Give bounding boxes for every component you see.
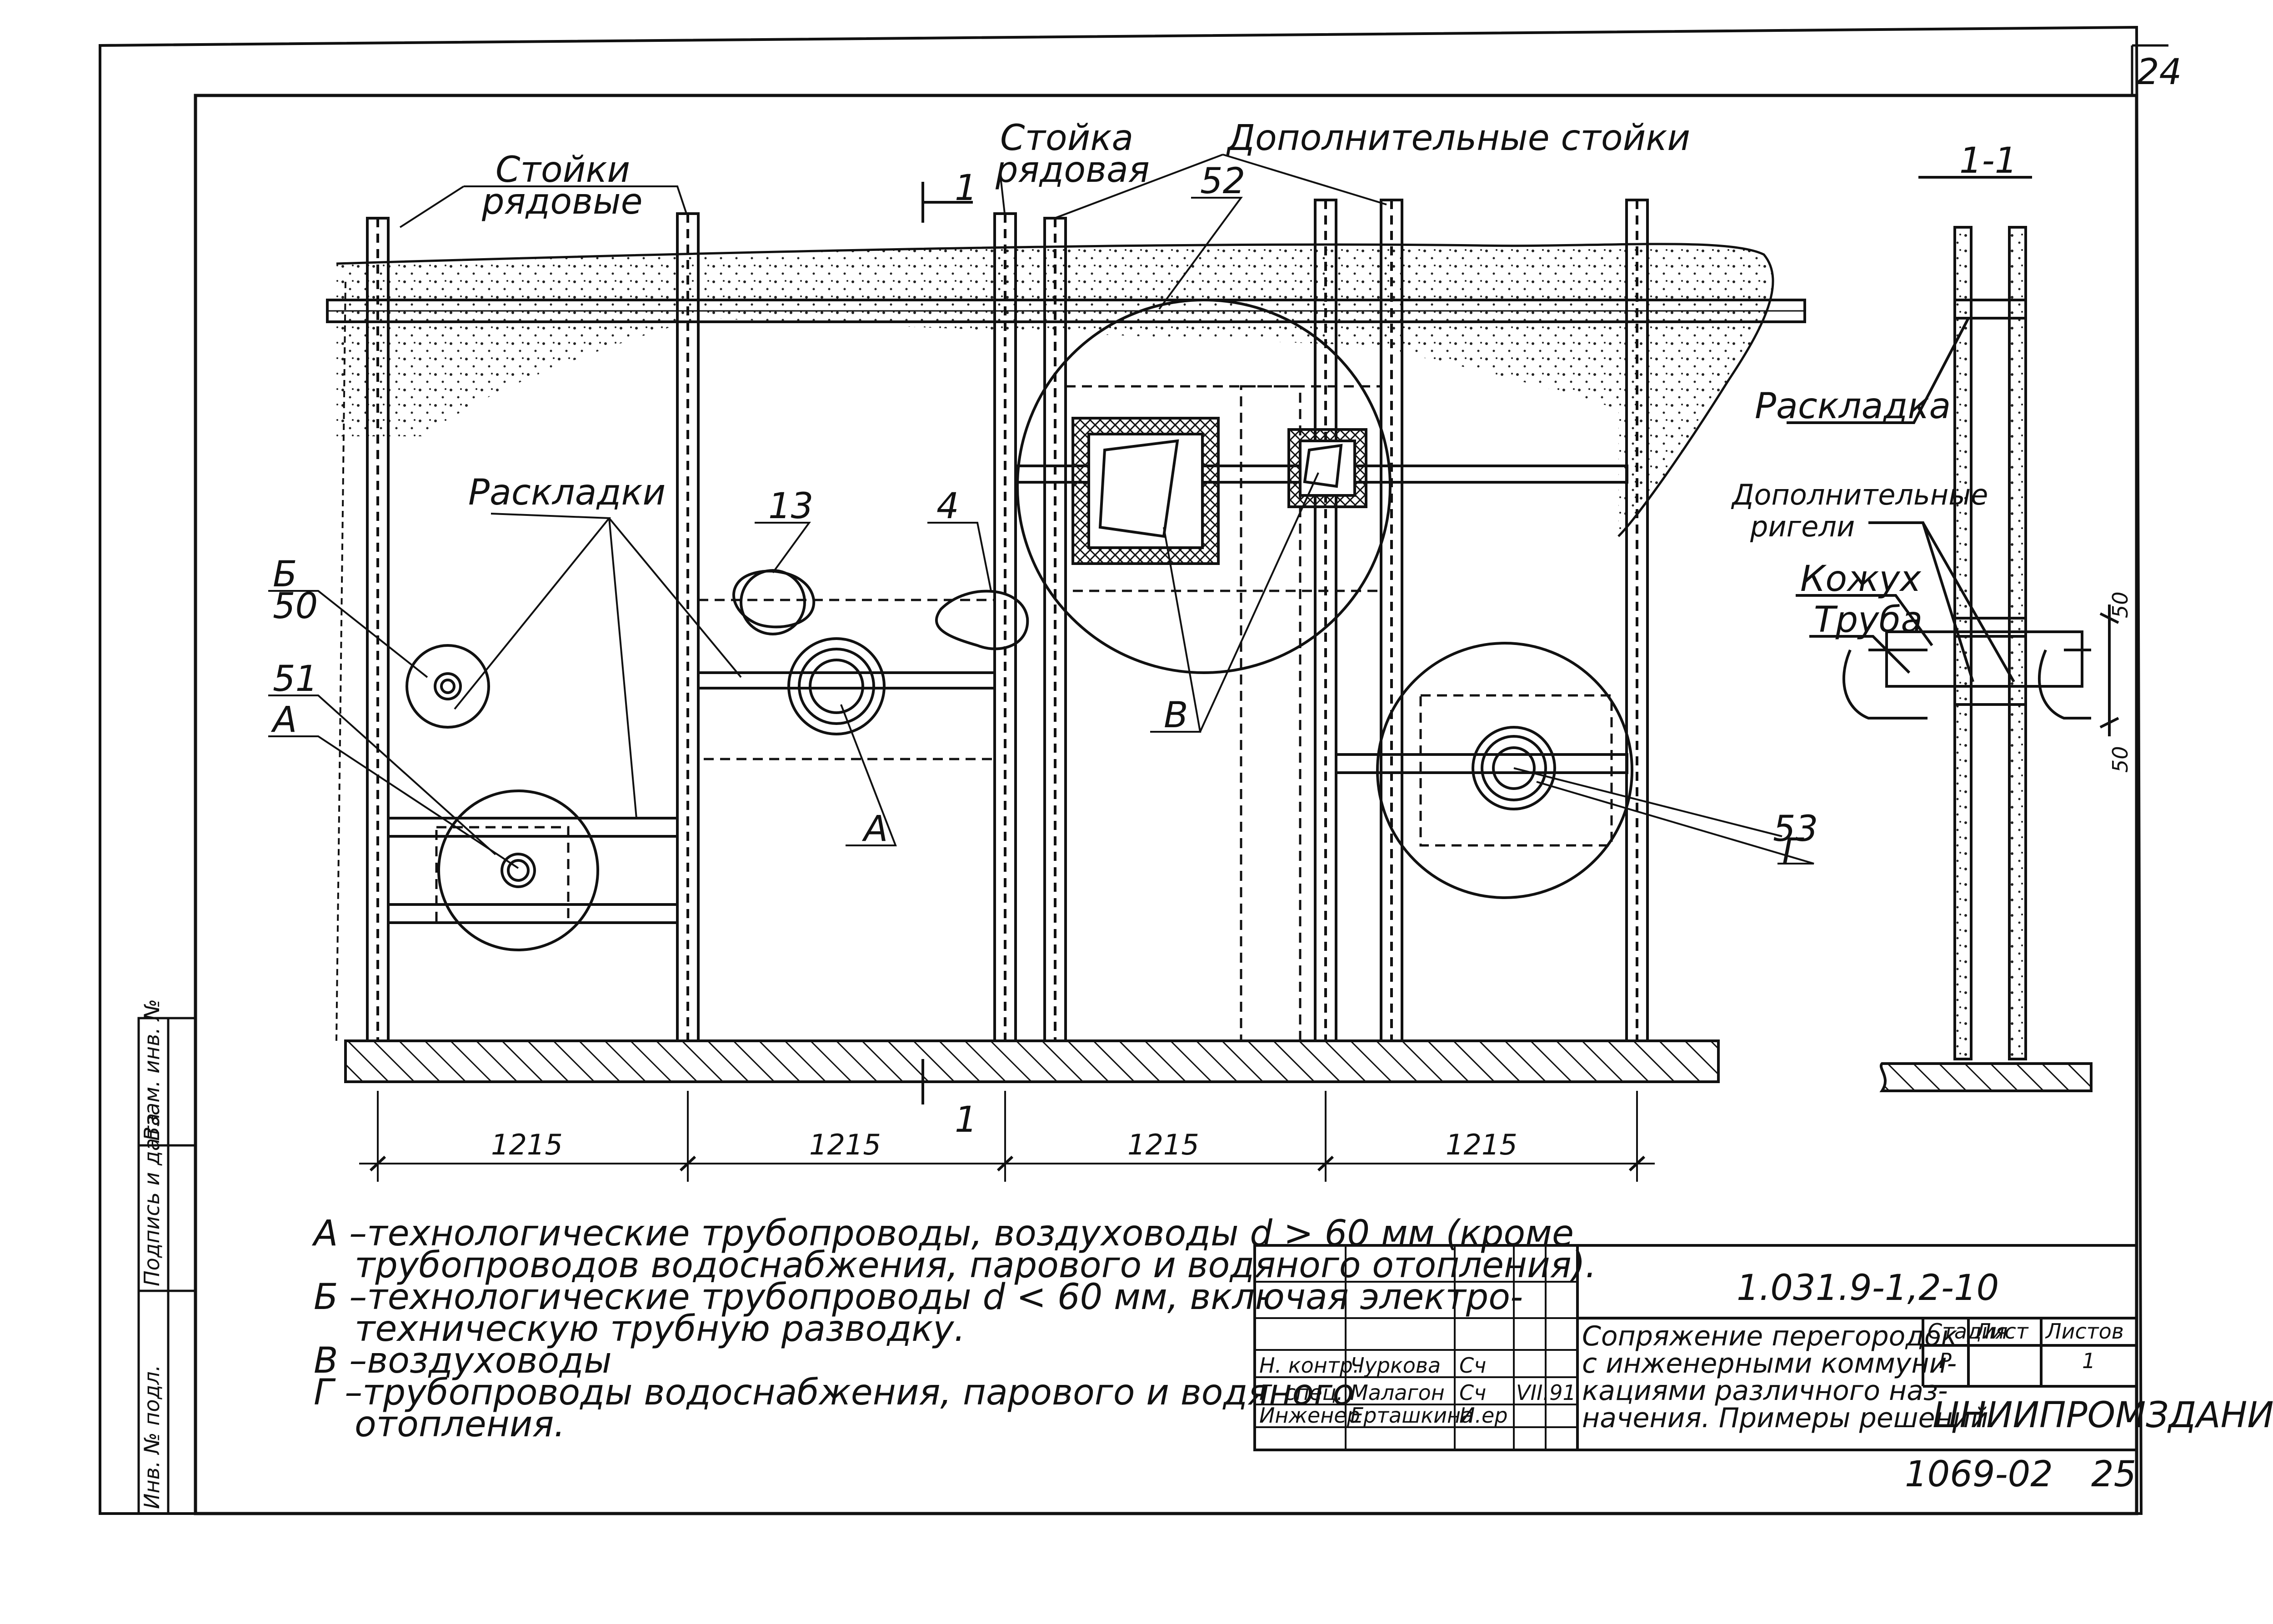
stud-3 (993, 212, 1017, 1042)
legend-line-5: В –воздуховоды (314, 1340, 612, 1381)
footer-code: 1069-02 (1905, 1454, 2053, 1495)
dimension-line (359, 1091, 1655, 1182)
detail-circle-53 (1376, 642, 1633, 899)
tb-title-4: начения. Примеры решений (1582, 1402, 1988, 1434)
legend-line-2: трубопроводов водоснабжения, парового и … (355, 1245, 1597, 1286)
tb-title-2: с инженерными коммуни- (1582, 1348, 1957, 1379)
detail-circle-52 (1016, 299, 1392, 674)
tb-code: 1.031.9-1,2-10 (1737, 1268, 1999, 1309)
letter-G: Г (1782, 831, 1804, 872)
label-stoyki: Стойки (496, 150, 630, 190)
callout-52: 52 (1200, 161, 1245, 202)
ducts (1071, 417, 1367, 565)
label-raskladki: Раскладки (468, 472, 666, 513)
tb-stadia-label: Стадия (1928, 1319, 2008, 1344)
leader-lines (268, 154, 1814, 869)
section-marks (921, 182, 973, 1104)
tb-sig-2-role: Г. спец. (1259, 1380, 1343, 1405)
label-section-mark-top: 1 (955, 168, 977, 209)
letter-B: Б (273, 554, 297, 595)
label-section-mark-bottom: 1 (955, 1099, 977, 1140)
tb-sig-1-role: Н. контр. (1259, 1353, 1359, 1378)
pipe-B-small (434, 672, 462, 700)
label-kozhukh: Кожух (1800, 559, 1922, 600)
dim-3: 1215 (1127, 1128, 1199, 1161)
legend-line-6: Г –трубопроводы водоснабжения, парового … (314, 1372, 1354, 1413)
label-dop-rigeli-1: Дополнительные (1731, 478, 1988, 511)
tb-sig-1-name: Чуркова (1350, 1353, 1441, 1378)
title-block-text: 1.031.9-1,2-10 Сопряжение перегородок с … (1259, 1268, 2273, 1436)
stud-extra-2 (1380, 199, 1403, 1042)
tb-sig-2-date: VII.91 (1516, 1380, 1576, 1405)
side-stamp (137, 1017, 197, 1515)
detail-13-shape (732, 570, 816, 629)
label-truba: Труба (1814, 600, 1923, 640)
callout-13: 13 (768, 486, 813, 527)
label-dop-stoyki: Дополнительные стойки (1226, 118, 1690, 159)
pipe-A-small (501, 853, 536, 888)
dim-4: 1215 (1446, 1128, 1517, 1161)
sheet-number: 24 (2137, 52, 2182, 93)
label-raskladka: Раскладка (1755, 386, 1951, 427)
tb-listov-label: Листов (2045, 1319, 2124, 1344)
tb-title-1: Сопряжение перегородок (1582, 1320, 1958, 1352)
sheet-frame (99, 25, 2168, 1515)
side-stamp-inv: Инв. № подл. (140, 1365, 164, 1509)
pipe-G (1472, 726, 1556, 810)
footer-page: 25 (2091, 1454, 2136, 1495)
legend: А –технологические трубопроводы, воздухо… (311, 1213, 1597, 1445)
tb-sig-3-name: Ерташкина (1350, 1403, 1473, 1428)
letter-V: В (1164, 695, 1188, 736)
pipe-A-center (787, 637, 886, 735)
detail-circle-51 (437, 790, 599, 951)
label-stoyka: Стойка (1000, 118, 1133, 159)
drawing-labels: Стойки рядовые Стойка рядовая Дополнител… (270, 118, 2133, 1161)
dim-50-top: 50 (2108, 591, 2133, 618)
dim-1: 1215 (491, 1128, 563, 1161)
label-ryadovye: рядовые (481, 181, 643, 222)
section-1-1 (1787, 176, 2119, 1092)
title-block (1253, 1244, 2138, 1451)
stud-extra-1 (1043, 217, 1067, 1042)
letter-A-center: А (861, 809, 888, 849)
label-ryadovaya: рядовая (995, 150, 1150, 190)
tb-stadia-value: Р (1939, 1349, 1952, 1373)
tb-org: ЦНИИПРОМЗДАНИЙ (1932, 1394, 2273, 1436)
floor-slab (344, 1039, 1720, 1083)
tb-sig-2-sign: Сч (1459, 1380, 1486, 1405)
callout-4: 4 (936, 486, 959, 527)
legend-line-4: техническую трубную разводку. (355, 1309, 965, 1349)
ceiling-fill (335, 243, 1774, 1041)
tb-list-label: Лист (1974, 1319, 2029, 1344)
detail-4-shape (935, 590, 1029, 650)
studs (366, 199, 1649, 1042)
tb-sig-2-name: Малагон (1350, 1380, 1445, 1405)
callout-50: 50 (273, 586, 318, 627)
tb-sig-3-sign: И.ер (1459, 1403, 1508, 1428)
detail-circles (406, 299, 1633, 951)
stud-2 (676, 212, 700, 1042)
dashed-frames (435, 385, 1613, 1042)
label-dop-rigeli-2: ригели (1750, 510, 1855, 543)
detail-circle-50 (406, 644, 490, 729)
callout-53: 53 (1773, 809, 1818, 849)
dim-50-bottom: 50 (2108, 746, 2133, 773)
letter-A-left: А (270, 700, 297, 740)
tb-title-3: кациями различного наз- (1582, 1375, 1948, 1407)
legend-line-7: отопления. (355, 1404, 565, 1445)
side-stamp-sign: Подпись и дата (140, 1113, 164, 1286)
pipes (434, 570, 1556, 888)
dim-2: 1215 (809, 1128, 881, 1161)
tb-sig-3-role: Инженер (1259, 1403, 1360, 1428)
side-stamp-vzam: Взам. инв. № (140, 999, 164, 1141)
tb-sig-1-sign: Сч (1459, 1353, 1486, 1378)
legend-line-1: А –технологические трубопроводы, воздухо… (311, 1213, 1574, 1254)
tb-listov-value: 1 (2082, 1349, 2095, 1373)
callout-51: 51 (273, 659, 318, 700)
legend-line-3: Б –технологические трубопроводы d < 60 м… (314, 1277, 1523, 1318)
stud-5 (1625, 199, 1649, 1042)
label-section-title: 1-1 (1959, 140, 2017, 181)
stud-4 (1314, 199, 1337, 1042)
